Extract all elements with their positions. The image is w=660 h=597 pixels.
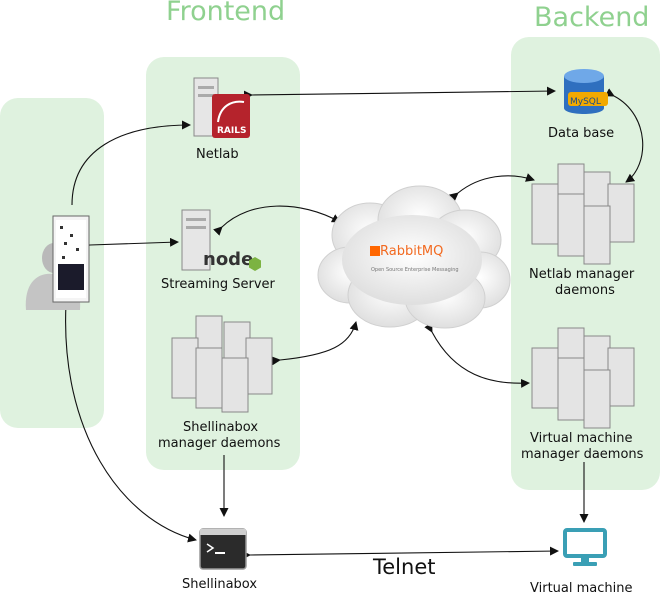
streaming-server-icon [181, 209, 211, 271]
arrow-netlab-database [243, 86, 556, 100]
vm-daemons-icon [531, 327, 635, 429]
backend-heading: Backend [534, 2, 650, 33]
rails-logo-text: RAILS [217, 126, 247, 136]
arrow-rabbitmq-netlab-daemons [448, 173, 535, 202]
mysql-logo-text: MySQL [570, 97, 601, 107]
monitor-icon [563, 528, 607, 566]
netlab-daemons-icon [531, 163, 635, 265]
rabbitmq-cloud-icon [317, 185, 511, 329]
netlab-daemons-label-1: Netlab manager [529, 267, 635, 282]
vm-daemons-label-1: Virtual machine [530, 431, 633, 446]
node-logo-text: node [203, 249, 254, 270]
database-label: Data base [548, 126, 615, 141]
netlab-label: Netlab [196, 147, 239, 162]
terminal-icon [199, 528, 247, 570]
rabbitmq-tagline: Open Source Enterprise Messaging [371, 267, 459, 273]
telnet-label: Telnet [373, 555, 436, 579]
arrow-user-shellinabox [61, 295, 197, 543]
arrow-shellinabox-daemons-rabbitmq [271, 321, 359, 366]
arrow-database-netlab-daemons [604, 88, 644, 183]
shellinabox-daemons-label-1: Shellinabox [183, 420, 259, 435]
shellinabox-daemons-icon [171, 315, 273, 413]
netlab-daemons-label-2: daemons [555, 283, 615, 298]
arrow-telnet [241, 546, 559, 560]
rabbitmq-logo-text: RabbitMQ [380, 244, 444, 259]
arrow-user-to-netlab [71, 120, 191, 206]
streaming-server-label: Streaming Server [161, 277, 275, 292]
node-hexagon-icon [249, 257, 261, 271]
arrow-user-streaming [81, 237, 179, 250]
vm-label: Virtual machine [530, 581, 633, 596]
netlab-server-icon [193, 77, 250, 138]
shellinabox-label: Shellinabox [182, 577, 258, 592]
database-icon [564, 69, 608, 114]
shellinabox-daemons-label-2: manager daemons [158, 436, 281, 451]
frontend-heading: Frontend [166, 0, 286, 27]
user-icon [25, 215, 90, 310]
vm-daemons-label-2: manager daemons [521, 447, 644, 462]
arrow-rabbitmq-vm-daemons [424, 322, 530, 388]
arrow-streaming-rabbitmq [213, 205, 341, 236]
